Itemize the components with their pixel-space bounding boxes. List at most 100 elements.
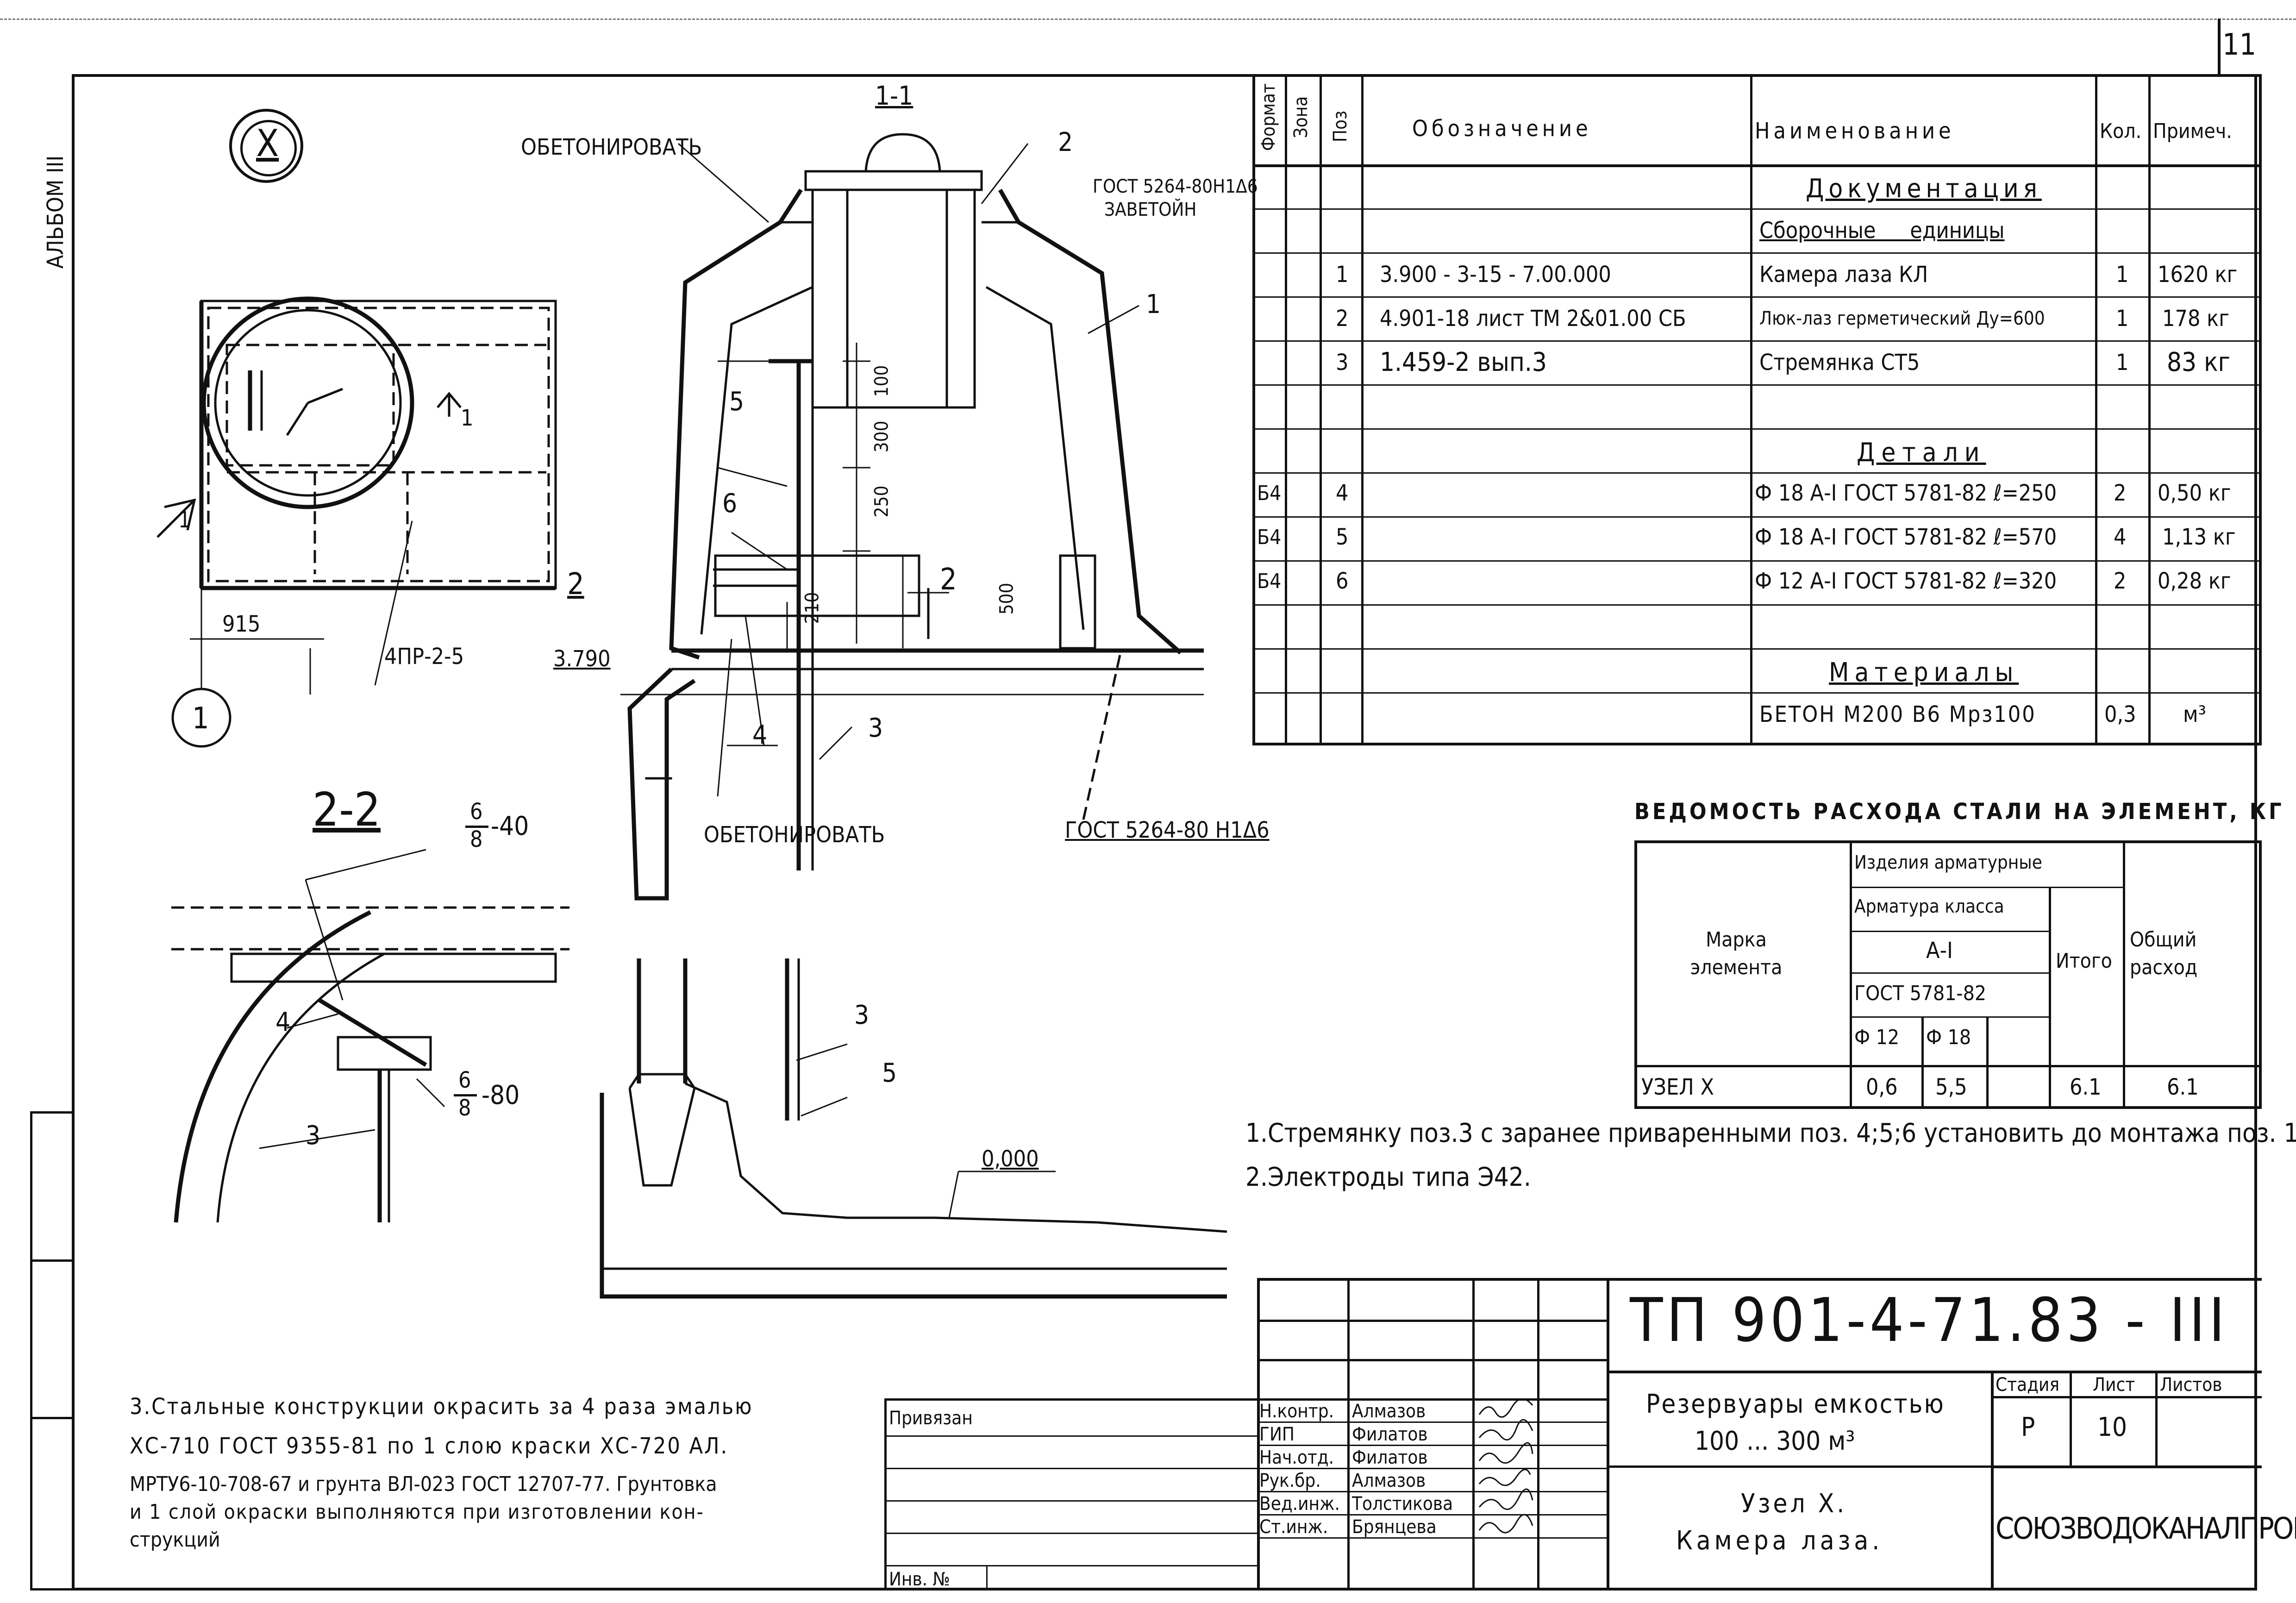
margin-stamp — [30, 1111, 72, 1590]
spec-row-line — [1252, 208, 2262, 210]
hdr-format: Формат — [1258, 83, 1279, 151]
sheet-title-1: Узел X. — [1741, 1489, 1847, 1519]
level-0000: 0,000 — [982, 1146, 1039, 1172]
row-6-format: Б4 — [1257, 570, 1282, 593]
tb-col — [1991, 1371, 1994, 1590]
spec-row-line — [1252, 428, 2262, 430]
spec-row-line — [1252, 252, 2262, 254]
sec-documentation: Документация — [1806, 174, 2042, 204]
sheets-h: Листов — [2160, 1374, 2222, 1396]
row-6-note: 0,28 кг — [2158, 568, 2231, 594]
tb-role-line — [1257, 1491, 1607, 1492]
row-4-pos: 4 — [1336, 480, 1349, 506]
weld-40-bar — [465, 826, 488, 828]
note-1: 1.Стремянку поз.3 с заранее приваренными… — [1245, 1118, 2296, 1148]
project-code: ТП 901-4-71.83 - III — [1630, 1285, 2229, 1355]
weld-80-num: 6 — [458, 1067, 471, 1093]
steel-row-d18: 5,5 — [1935, 1074, 1967, 1100]
role-6: Ст.инж. — [1259, 1516, 1328, 1538]
cut-2-left: 2 — [567, 567, 584, 601]
note-2: 2.Электроды типа Э42. — [1245, 1162, 1531, 1192]
dim-100: 100 — [871, 365, 893, 397]
name-6: Брянцева — [1352, 1516, 1437, 1538]
spec-col — [2148, 74, 2151, 745]
tb-line — [1257, 1359, 1607, 1361]
name-3: Филатов — [1352, 1447, 1428, 1468]
bound-box — [884, 1398, 1257, 1590]
hdr-designation: Обозначение — [1412, 116, 1592, 142]
name-4: Алмазов — [1352, 1470, 1426, 1491]
hdr-zone: Зона — [1290, 96, 1312, 138]
label-obeton-top: ОБЕТОНИРОВАТЬ — [521, 134, 702, 160]
row-2-note: 178 кг — [2162, 306, 2229, 332]
steel-col — [1921, 1016, 1924, 1109]
sec-details: Детали — [1857, 438, 1986, 468]
steel-row-line — [1634, 1065, 2262, 1067]
callout-5: 5 — [729, 387, 744, 417]
row-1-designation: 3.900 - 3-15 - 7.00.000 — [1380, 262, 1611, 288]
material-name: БЕТОН М200 В6 Мрз100 — [1759, 701, 2036, 727]
hdr-qty: Кол. — [2100, 119, 2142, 143]
gost-bottom: ГОСТ 5264-80 Н1Δ6 — [1065, 817, 1270, 843]
hdr-pos: Поз — [1330, 110, 1351, 143]
tb-role-line — [1257, 1445, 1607, 1446]
spec-row-line — [1252, 340, 2262, 342]
bound-line — [884, 1500, 1257, 1502]
steel-row-line — [1850, 972, 2049, 974]
material-qty: 0,3 — [2104, 701, 2136, 727]
row-5-qty: 4 — [2114, 524, 2127, 550]
plan-view — [156, 296, 557, 748]
steel-class-h: Арматура класса — [1854, 896, 2004, 917]
signatures — [1478, 1398, 1533, 1534]
note-3-l4: и 1 слой окраски выполняются при изготов… — [130, 1500, 704, 1524]
name-1: Алмазов — [1352, 1401, 1426, 1422]
stage-h: Стадия — [1996, 1374, 2060, 1396]
steel-total-h: Итого — [2056, 949, 2112, 973]
tb-role-line — [1257, 1421, 1607, 1423]
tb-line — [1991, 1465, 2262, 1468]
row-5-pos: 5 — [1336, 524, 1349, 550]
name-5: Толстикова — [1352, 1493, 1453, 1515]
hdr-name: Наименование — [1755, 118, 1955, 144]
row-4-format: Б4 — [1257, 482, 1282, 505]
row-6-pos: 6 — [1336, 568, 1349, 594]
weld-80-bar — [454, 1094, 477, 1096]
sheet-val: 10 — [2097, 1412, 2127, 1442]
row-2-qty: 1 — [2116, 306, 2129, 332]
callout-1: 1 — [1146, 289, 1161, 319]
steel-row-line — [1850, 931, 2049, 932]
row-5-note: 1,13 кг — [2162, 524, 2236, 550]
sec-materials: Материалы — [1829, 657, 2019, 688]
note-3-l2: ХС-710 ГОСТ 9355-81 по 1 слою краски ХС-… — [130, 1433, 729, 1459]
page-number-box — [2218, 19, 2260, 77]
steel-gost: ГОСТ 5781-82 — [1854, 982, 1987, 1005]
spec-row-line — [1252, 164, 2262, 167]
det-callout-5: 5 — [882, 1058, 897, 1088]
tb-col — [2155, 1371, 2158, 1465]
steel-title: ВЕДОМОСТЬ РАСХОДА СТАЛИ НА ЭЛЕМЕНТ, КГ — [1634, 799, 2284, 825]
row-6-name: Ф 12 А-I ГОСТ 5781-82 ℓ=320 — [1755, 568, 2057, 594]
inv-label: Инв. № — [889, 1569, 950, 1590]
spec-col — [1285, 74, 1287, 745]
hdr-note: Примеч. — [2153, 119, 2232, 143]
spec-col — [1320, 74, 1322, 745]
s22-callout-3: 3 — [306, 1121, 321, 1151]
weld-40-len: -40 — [491, 811, 529, 841]
section-2-2-title: 2-2 — [313, 783, 381, 837]
plan-label-4pr: 4ПР-2-5 — [384, 644, 464, 670]
spec-row-line — [1252, 296, 2262, 298]
row-1-note: 1620 кг — [2158, 262, 2238, 288]
row-2-name: Люк-лаз герметический Ду=600 — [1759, 308, 2045, 329]
tb-line — [1607, 1371, 2262, 1373]
dim-250: 250 — [871, 485, 893, 518]
steel-col — [1850, 840, 1852, 1109]
row-3-name: Стремянка СТ5 — [1759, 350, 1920, 376]
sheet-title-2: Камера лаза. — [1676, 1526, 1883, 1556]
callout-3: 3 — [868, 713, 883, 743]
callout-2: 2 — [1058, 127, 1073, 157]
title-block — [1257, 1278, 2262, 1590]
steel-row-total: 6.1 — [2070, 1074, 2102, 1100]
row-6-qty: 2 — [2114, 568, 2127, 594]
bound-line — [884, 1435, 1257, 1437]
row-5-name: Ф 18 А-I ГОСТ 5781-82 ℓ=570 — [1755, 524, 2057, 550]
